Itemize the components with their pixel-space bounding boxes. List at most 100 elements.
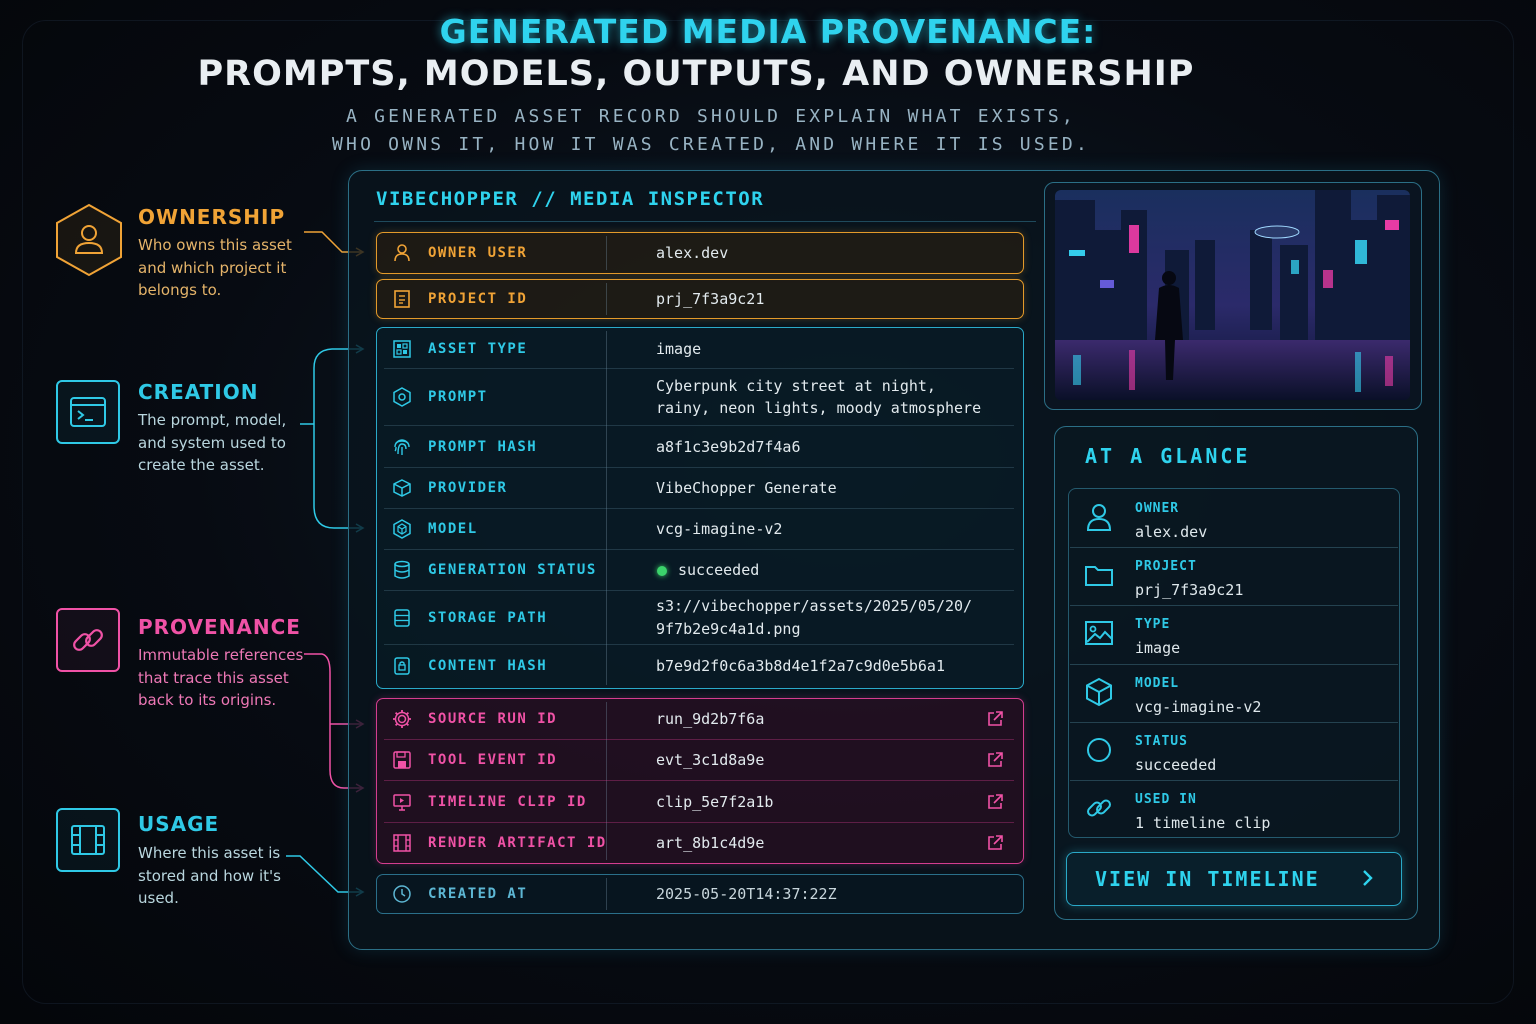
field-model[interactable]: MODEL vcg-imagine-v2	[376, 509, 1024, 549]
external-link-icon[interactable]	[986, 751, 1004, 769]
field-value: art_8b1c4d9e	[656, 834, 765, 852]
image-icon	[1085, 621, 1113, 645]
field-provider[interactable]: PROVIDER VibeChopper Generate	[376, 468, 1024, 508]
document-icon	[394, 290, 410, 308]
field-render-artifact-id[interactable]: RENDER ARTIFACT ID art_8b1c4d9e	[376, 823, 1024, 863]
external-link-icon[interactable]	[986, 710, 1004, 728]
external-link-icon[interactable]	[986, 834, 1004, 852]
lock-file-icon	[394, 657, 410, 675]
field-label: ASSET TYPE	[428, 341, 528, 357]
field-value: run_9d2b7f6a	[656, 710, 765, 728]
divider	[374, 221, 1036, 222]
field-label: PROMPT	[428, 389, 488, 405]
field-value: evt_3c1d8a9e	[656, 751, 765, 769]
glance-value: prj_7f3a9c21	[1135, 581, 1244, 599]
field-label: CREATED AT	[428, 886, 528, 902]
field-source-run-id[interactable]: SOURCE RUN ID run_9d2b7f6a	[376, 699, 1024, 739]
inspector-title: VIBECHOPPER // MEDIA INSPECTOR	[376, 188, 765, 210]
field-value: succeeded	[678, 561, 760, 579]
page-title: GENERATED MEDIA PROVENANCE:	[439, 12, 1097, 51]
cube-icon	[1086, 677, 1112, 707]
field-value: vcg-imagine-v2	[656, 520, 783, 538]
field-project-id[interactable]: PROJECT ID prj_7f3a9c21	[376, 279, 1024, 319]
field-value: 2025-05-20T14:37:22Z	[656, 885, 837, 903]
external-link-icon[interactable]	[986, 793, 1004, 811]
field-value: a8f1c3e9b2d7f4a6	[656, 437, 801, 456]
link-icon	[1087, 799, 1111, 817]
chevron-right-icon	[1363, 870, 1373, 886]
view-in-timeline-button[interactable]: VIEW IN TIMELINE	[1066, 852, 1402, 906]
glance-key: USED IN	[1135, 792, 1197, 807]
glance-key: PROJECT	[1135, 559, 1197, 574]
field-owner-user[interactable]: OWNER USER alex.dev	[376, 232, 1024, 274]
field-timeline-clip-id[interactable]: TIMELINE CLIP ID clip_5e7f2a1b	[376, 781, 1024, 822]
legend-title-ownership: OWNERSHIP	[138, 205, 286, 229]
monitor-icon	[393, 793, 411, 811]
glance-value: alex.dev	[1135, 523, 1208, 541]
legend-desc-ownership: Who owns this asset and which project it…	[138, 236, 292, 299]
field-label: OWNER USER	[428, 245, 528, 261]
field-value: prj_7f3a9c21	[656, 290, 765, 308]
glance-item-model: MODEL vcg-imagine-v2	[1068, 664, 1400, 722]
field-label: CONTENT HASH	[428, 658, 548, 674]
circle-icon	[1087, 738, 1111, 762]
glance-key: OWNER	[1135, 501, 1180, 516]
field-label: TOOL EVENT ID	[428, 752, 558, 768]
glance-item-project: PROJECT prj_7f3a9c21	[1068, 547, 1400, 605]
creation-group	[376, 327, 1024, 689]
legend-desc-provenance: Immutable references that trace this ass…	[138, 646, 304, 709]
field-label: PROJECT ID	[428, 291, 528, 307]
field-value: clip_5e7f2a1b	[656, 792, 774, 811]
field-value-line2: 9f7b2e9c4a1d.png	[656, 620, 801, 638]
ownership-group	[376, 232, 1024, 274]
gear-icon	[393, 710, 411, 728]
user-icon	[1086, 504, 1112, 531]
field-storage-path[interactable]: STORAGE PATH s3://vibechopper/assets/202…	[376, 591, 1024, 644]
hexagon-icon	[393, 387, 411, 407]
film-icon	[56, 808, 120, 872]
user-icon	[394, 244, 410, 262]
cube-outline-icon	[393, 519, 411, 539]
field-value: VibeChopper Generate	[656, 479, 837, 497]
save-icon	[393, 751, 411, 769]
page-subtitle-line1: A GENERATED ASSET RECORD SHOULD EXPLAIN …	[346, 106, 1076, 127]
glance-key: STATUS	[1135, 734, 1188, 749]
field-value: alex.dev	[656, 244, 729, 262]
page-title-line2: PROMPTS, MODELS, OUTPUTS, AND OWNERSHIP	[197, 54, 1195, 94]
field-prompt-hash[interactable]: PROMPT HASH a8f1c3e9b2d7f4a6	[376, 426, 1024, 467]
glance-item-owner: OWNER alex.dev	[1068, 489, 1400, 547]
field-content-hash[interactable]: CONTENT HASH b7e9d2f0c6a3b8d4e1f2a7c9d0e…	[376, 645, 1024, 687]
field-label: SOURCE RUN ID	[428, 711, 558, 727]
cube-icon	[393, 479, 411, 497]
ownership-group-2	[376, 279, 1024, 319]
field-generation-status[interactable]: GENERATION STATUS succeeded	[376, 550, 1024, 590]
provenance-group	[376, 698, 1024, 864]
database-icon	[394, 560, 410, 579]
glance-item-used-in: USED IN 1 timeline clip	[1068, 780, 1400, 838]
terminal-icon	[56, 380, 120, 444]
field-tool-event-id[interactable]: TOOL EVENT ID evt_3c1d8a9e	[376, 740, 1024, 780]
field-created-at[interactable]: CREATED AT 2025-05-20T14:37:22Z	[376, 874, 1024, 914]
clock-icon	[393, 885, 411, 903]
glance-title: AT A GLANCE	[1085, 444, 1251, 468]
grid-icon	[393, 340, 411, 358]
glance-value: vcg-imagine-v2	[1135, 698, 1262, 716]
glance-key: MODEL	[1135, 676, 1180, 691]
legend-title-creation: CREATION	[138, 380, 259, 404]
user-icon	[56, 203, 122, 277]
field-label: GENERATION STATUS	[428, 562, 597, 578]
field-label: PROMPT HASH	[428, 438, 538, 455]
page-subtitle-line2: WHO OWNS IT, HOW IT WAS CREATED, AND WHE…	[332, 134, 1090, 155]
field-label: RENDER ARTIFACT ID	[428, 835, 607, 851]
asset-preview-image[interactable]	[1055, 190, 1410, 400]
folder-icon	[1085, 566, 1113, 586]
field-value: b7e9d2f0c6a3b8d4e1f2a7c9d0e5b6a1	[656, 657, 945, 675]
field-label: STORAGE PATH	[428, 609, 548, 626]
field-asset-type[interactable]: ASSET TYPE image	[376, 330, 1024, 368]
field-value: image	[656, 340, 702, 358]
outer-frame	[22, 20, 1514, 1004]
glance-value: succeeded	[1135, 756, 1217, 774]
glance-item-status: STATUS succeeded	[1068, 722, 1400, 780]
field-prompt[interactable]: PROMPT Cyberpunk city street at night, r…	[376, 369, 1024, 425]
legend-desc-usage: Where this asset is stored and how it's …	[138, 844, 281, 907]
